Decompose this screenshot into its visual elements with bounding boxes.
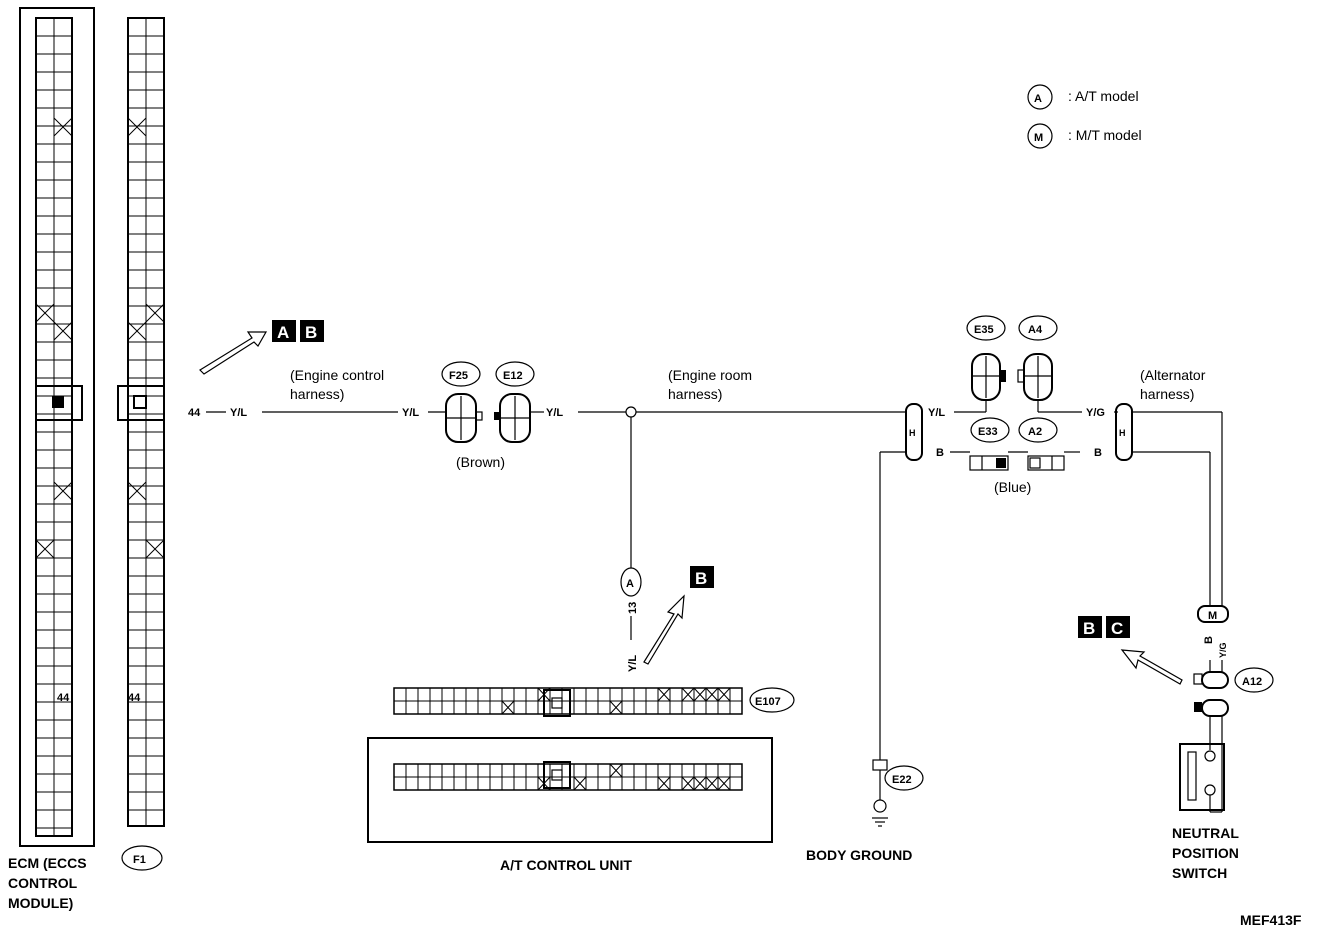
a-badge-connector (620, 567, 642, 597)
main-yl-wire: 44 Y/L Y/L (Engine control harness) F25 … (188, 361, 906, 470)
at-control-unit-label: A/T CONTROL UNIT (500, 857, 632, 873)
neutral-position-switch: NEUTRAL POSITION SWITCH (1172, 743, 1239, 881)
legend: A : A/T model M : M/T model (1027, 84, 1142, 149)
m-badge-label: M (1208, 610, 1217, 622)
callout-ab: A B (199, 320, 324, 375)
ecm-label-line3: MODULE) (8, 895, 73, 911)
callout-ab-letter-b: B (305, 323, 317, 342)
f1-connector-label: F1 (133, 854, 146, 866)
alternator-harness-label-2: harness) (1140, 386, 1194, 402)
callout-b-letter: B (695, 569, 707, 588)
e22-label: E22 (892, 774, 912, 786)
ecm-terminal-44: 44 (57, 692, 70, 704)
a4-label: A4 (1028, 324, 1043, 336)
wire-13-label: 13 (627, 602, 639, 614)
at-control-unit: A/T CONTROL UNIT (367, 737, 773, 873)
callout-bc-letter-c: C (1111, 619, 1123, 638)
svg-text:H: H (1119, 428, 1126, 438)
f1-terminal-grid (127, 17, 165, 827)
body-ground: E22 BODY GROUND (806, 759, 924, 863)
wire-yl-label-2: Y/L (402, 407, 419, 419)
nps-label-3: SWITCH (1172, 865, 1227, 881)
wire-yg-label-2: Y/G (1218, 642, 1228, 658)
nps-label-2: POSITION (1172, 845, 1239, 861)
e107-label: E107 (755, 696, 781, 708)
alternator-harness-label: (Alternator (1140, 367, 1206, 383)
at-branch-wire: A Y/L 13 B (620, 417, 714, 672)
nps-label-1: NEUTRAL (1172, 825, 1239, 841)
a12-label: A12 (1242, 676, 1262, 688)
figure-code: MEF413F (1240, 912, 1302, 928)
wire-terminal-44: 44 (188, 407, 201, 419)
junction-mark: H (909, 428, 916, 438)
callout-ab-letter-a: A (277, 323, 289, 342)
legend-at-symbol: A (1034, 93, 1042, 105)
wire-yg-label-1: Y/G (1086, 407, 1105, 419)
e35-label: E35 (974, 324, 994, 336)
alternator-junction: H (Alternator harness) M B Y/G A12 (1115, 367, 1274, 812)
legend-at-label: : A/T model (1068, 88, 1139, 104)
wire-b-label-1: B (936, 447, 944, 459)
junction-block: H Y/L B (879, 403, 986, 760)
brown-label: (Brown) (456, 454, 505, 470)
body-ground-label: BODY GROUND (806, 847, 912, 863)
f25-label: F25 (449, 370, 468, 382)
callout-bc-letter-b: B (1083, 619, 1095, 638)
wire-yl-label-3: Y/L (546, 407, 563, 419)
e35-a4-connectors: E35 A4 Y/G E33 A2 (Blue) B (966, 315, 1118, 495)
f1-terminal-44: 44 (128, 692, 141, 704)
f1-connector: 44 F1 (117, 17, 165, 871)
engine-control-harness-label-2: harness) (290, 386, 344, 402)
wire-yl-vertical: Y/L (627, 655, 639, 672)
wire-b-label-2: B (1094, 447, 1102, 459)
engine-room-harness-label-2: harness) (668, 386, 722, 402)
e33-label: E33 (978, 426, 998, 438)
wire-yl-label-4: Y/L (928, 407, 945, 419)
wire-b-label-3: B (1203, 636, 1215, 644)
splice-point (625, 406, 637, 418)
legend-mt-label: : M/T model (1068, 127, 1142, 143)
wire-yl-label-1: Y/L (230, 407, 247, 419)
ecm-label-line2: CONTROL (8, 875, 78, 891)
a-badge-label: A (626, 578, 634, 590)
ecm-terminal-grid (35, 17, 73, 837)
ecm-label-line1: ECM (ECCS (8, 855, 87, 871)
engine-control-harness-label: (Engine control (290, 367, 384, 383)
blue-label: (Blue) (994, 479, 1031, 495)
engine-room-harness-label: (Engine room (668, 367, 752, 383)
legend-mt-symbol: M (1034, 132, 1043, 144)
e12-label: E12 (503, 370, 523, 382)
a2-label: A2 (1028, 426, 1042, 438)
callout-bc: B C (1078, 616, 1183, 685)
e107-connector: E107 (393, 687, 795, 717)
ecm-connector: 44 (19, 7, 95, 847)
